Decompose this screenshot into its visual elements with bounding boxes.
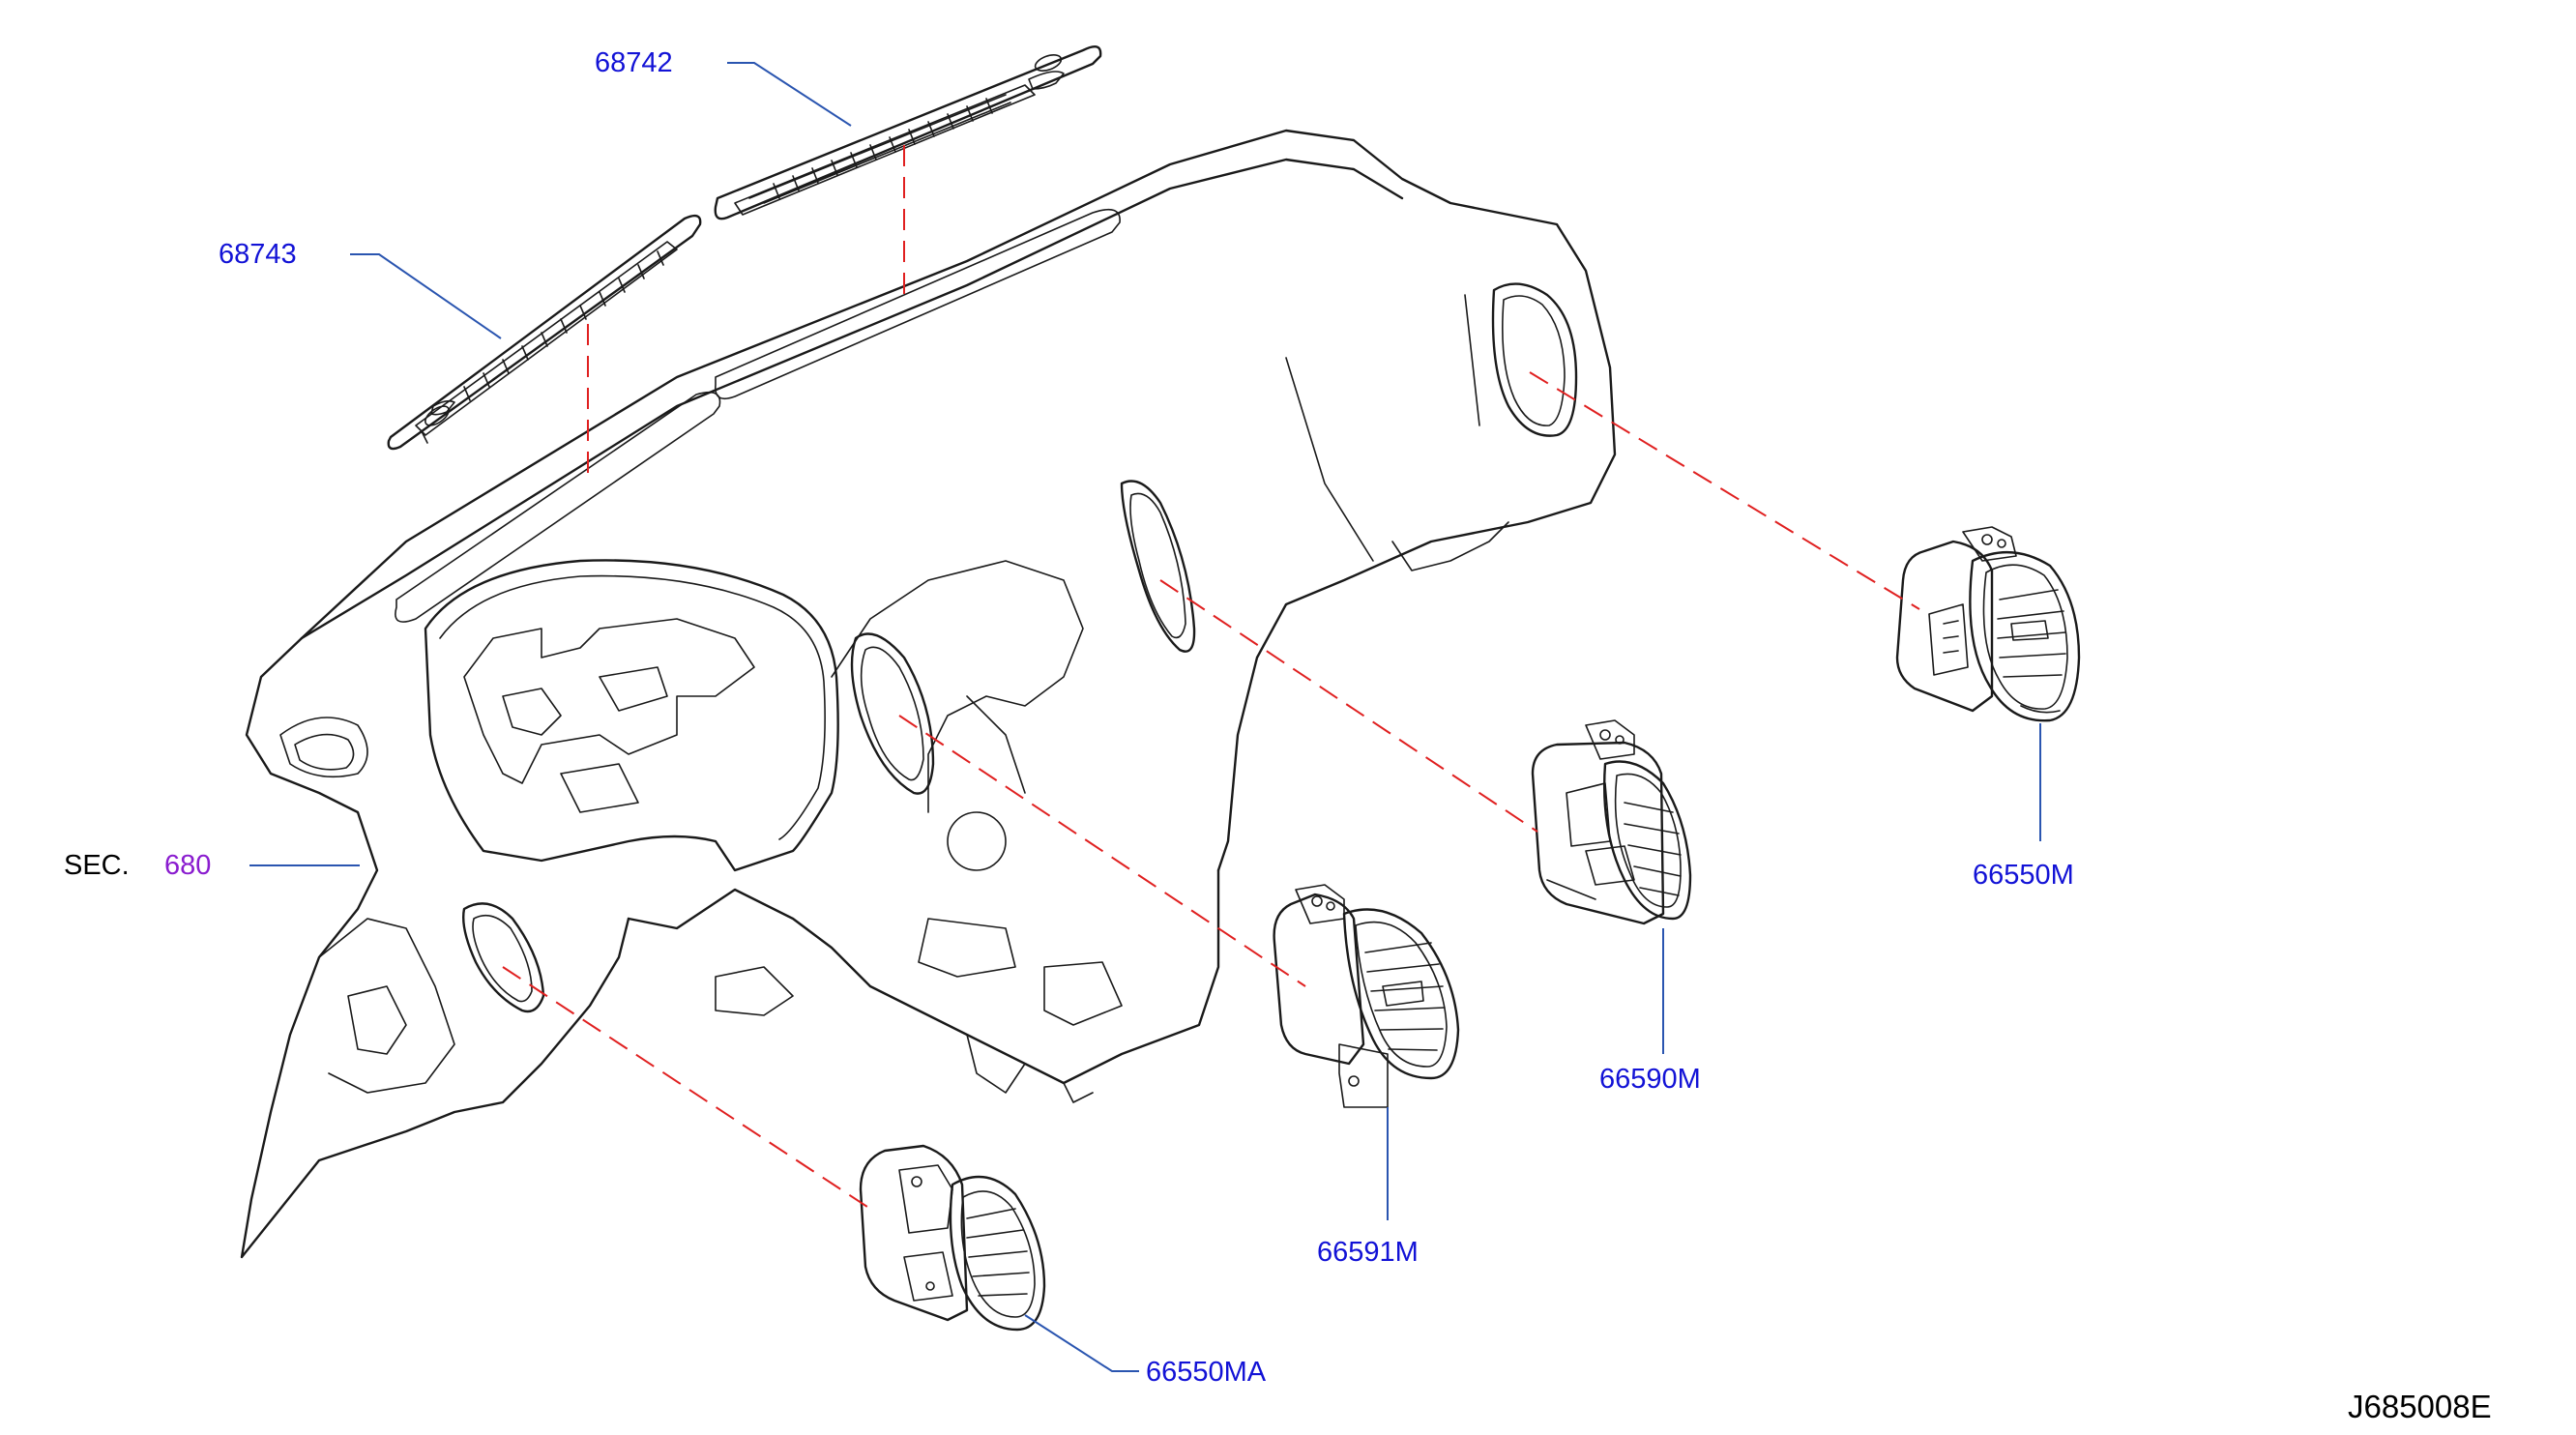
assembly-line-66590M	[1159, 579, 1538, 833]
side-vent-66550MA[interactable]	[859, 1144, 1046, 1332]
drawing-id: J685008E	[2348, 1389, 2492, 1424]
instrument-panel	[240, 129, 1617, 1259]
leader-68743	[350, 253, 502, 339]
center-vent-66590M[interactable]	[1531, 719, 1692, 925]
assembly-line-66591M	[898, 715, 1306, 987]
label-66590M[interactable]: 66590M	[1599, 1064, 1701, 1095]
assembly-lines	[502, 145, 1920, 1210]
label-68743[interactable]: 68743	[219, 239, 297, 270]
label-section-number[interactable]: 680	[164, 850, 211, 881]
leader-68742	[727, 62, 852, 127]
assembly-line-66550M	[1529, 371, 1920, 610]
assembly-line-66550MA	[502, 966, 871, 1210]
leader-lines	[249, 62, 2041, 1372]
side-vent-66550M[interactable]	[1895, 526, 2081, 722]
label-66591M[interactable]: 66591M	[1317, 1237, 1419, 1268]
center-vent-66591M[interactable]	[1273, 884, 1460, 1108]
defroster-grille-68742[interactable]	[714, 44, 1102, 220]
label-68742[interactable]: 68742	[595, 47, 673, 78]
defroster-grille-68743[interactable]	[387, 214, 702, 451]
label-66550M[interactable]: 66550M	[1973, 860, 2074, 891]
leader-66550MA	[1024, 1314, 1139, 1372]
label-section-prefix: SEC.	[64, 850, 130, 881]
labels: 68742 68743 SEC. 680 66550M 66590M 66591…	[64, 47, 2492, 1424]
label-66550MA[interactable]: 66550MA	[1146, 1357, 1267, 1388]
